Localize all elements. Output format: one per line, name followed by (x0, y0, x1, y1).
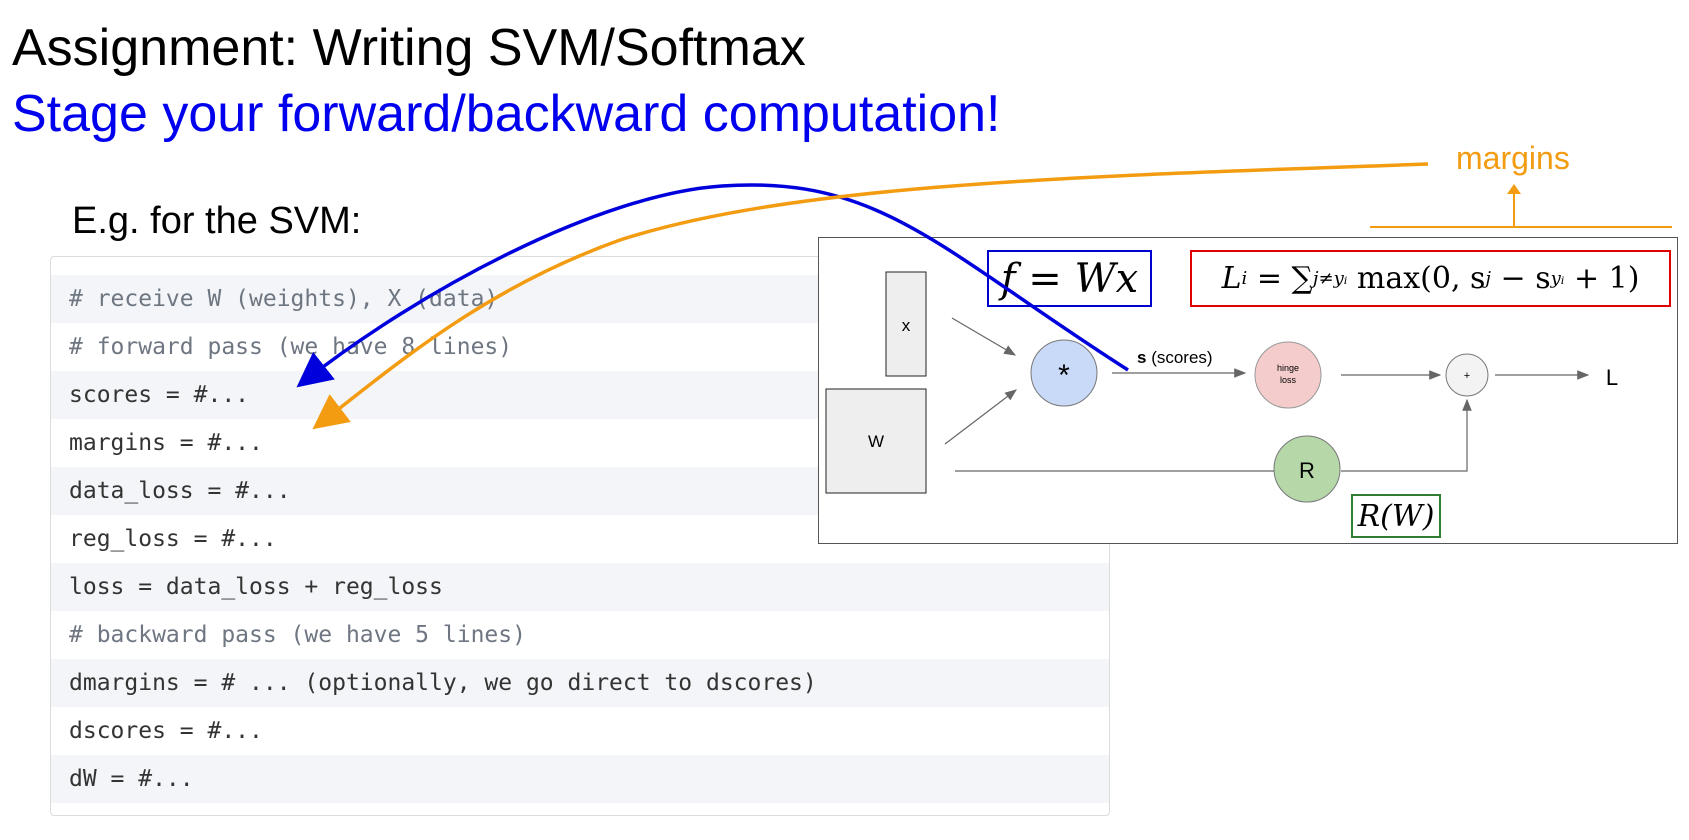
score-function-eq: = (1015, 255, 1075, 302)
loss-sj: j (1485, 268, 1491, 289)
add-node-label: + (1464, 370, 1470, 382)
edge-x-to-multiply (951, 317, 1017, 356)
code-line: dW = #... (51, 755, 1109, 803)
multiply-node (1030, 339, 1098, 407)
scores-annotation-arrow (296, 183, 1129, 388)
reg-node (1273, 435, 1341, 503)
code-statement-text: data_loss = #... (69, 478, 291, 504)
code-statement-text: margins = #... (69, 430, 263, 456)
code-statement-text: dmargins = # ... (optionally, we go dire… (69, 670, 817, 696)
output-loss-label: L (1606, 365, 1618, 390)
margins-bracket-arrowhead (1507, 184, 1521, 194)
margins-annotation-arrow (312, 162, 1429, 430)
loss-L: L (1221, 261, 1242, 296)
loss-syi: yᵢ (1550, 268, 1565, 289)
reg-node-label: R (1299, 458, 1315, 483)
loss-sum: = ∑ (1247, 261, 1313, 296)
code-statement-text: reg_loss = #... (69, 526, 277, 552)
example-label: E.g. for the SVM: (72, 200, 362, 242)
score-function-lhs: f (1000, 255, 1016, 302)
code-line: margins = #... (51, 419, 1109, 467)
x-input-label: x (902, 316, 911, 335)
scores-edge-label: s (scores) (1137, 348, 1213, 367)
code-statement-text: scores = #... (69, 382, 250, 408)
scores-edge-label-rest: (scores) (1146, 348, 1212, 367)
edge-w-to-multiply (944, 389, 1017, 445)
code-line: loss = data_loss + reg_loss (51, 563, 1109, 611)
code-line: dscores = #... (51, 707, 1109, 755)
score-function-formula: f = Wx (987, 250, 1152, 307)
loss-end: + 1) (1564, 261, 1640, 296)
w-input-label: W (868, 432, 884, 451)
scores-edge-label-bold: s (1137, 348, 1146, 367)
code-statement-text: dscores = #... (69, 718, 263, 744)
loss-i: i (1241, 268, 1248, 289)
code-comment-text: # backward pass (we have 5 lines) (69, 622, 526, 648)
x-input-box (885, 271, 927, 377)
loss-minus: − s (1491, 261, 1551, 296)
loss-max: max(0, s (1347, 261, 1486, 296)
add-node (1445, 353, 1489, 397)
w-input-box (825, 388, 927, 494)
multiply-node-label: * (1058, 359, 1070, 392)
code-statement-text: loss = data_loss + reg_loss (69, 574, 443, 600)
hinge-loss-node (1254, 341, 1322, 409)
hinge-loss-label-line2: loss (1280, 375, 1297, 385)
hinge-loss-label-line1: hinge (1277, 363, 1299, 373)
regularization-formula: R(W) (1351, 494, 1441, 538)
code-statement-text: dW = #... (69, 766, 194, 792)
code-line: # backward pass (we have 5 lines) (51, 611, 1109, 659)
code-line: reg_loss = #... (51, 515, 1109, 563)
code-line: dmargins = # ... (optionally, we go dire… (51, 659, 1109, 707)
regularization-text: R(W) (1357, 498, 1435, 534)
code-comment-text: # receive W (weights), X (data) (69, 286, 499, 312)
loss-sum-sub: j≠yᵢ (1312, 268, 1348, 289)
edge-reg-to-add (1341, 398, 1472, 472)
margins-annotation: margins (1456, 140, 1570, 176)
score-function-rhs: Wx (1074, 255, 1139, 302)
slide-subtitle: Stage your forward/backward computation! (12, 85, 1001, 143)
slide-title: Assignment: Writing SVM/Softmax (12, 19, 806, 77)
